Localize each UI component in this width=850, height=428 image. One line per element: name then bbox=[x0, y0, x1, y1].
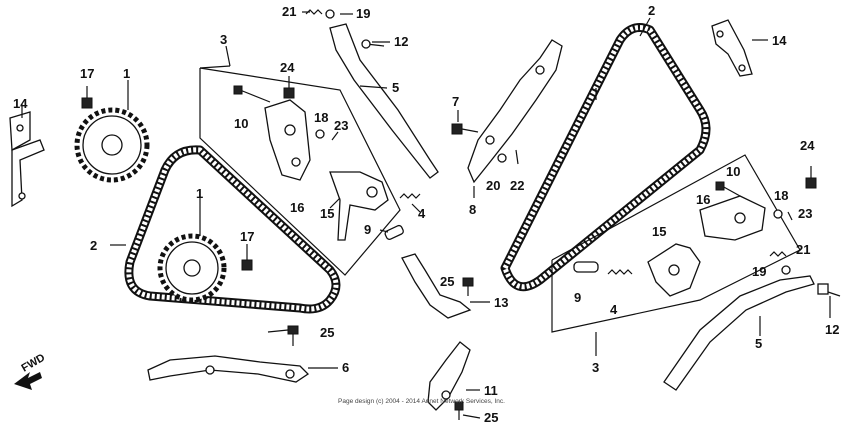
pin-9-right bbox=[573, 261, 599, 273]
pin-9-left bbox=[384, 224, 404, 240]
callout-labels: 21 19 12 5 3 24 10 18 23 16 15 4 9 17 1 … bbox=[13, 3, 839, 425]
washer-19-top bbox=[325, 9, 335, 19]
chain-guide-11 bbox=[427, 341, 471, 411]
tensioner-arm-15-right bbox=[647, 243, 701, 297]
tensioner-body-16-right bbox=[699, 195, 766, 241]
callout-23-right: 23 bbox=[798, 206, 812, 221]
pin-23-right bbox=[787, 211, 793, 221]
callout-8: 8 bbox=[469, 202, 476, 217]
leader-lines bbox=[21, 11, 831, 419]
callout-14-right: 14 bbox=[772, 33, 787, 48]
callout-21-top: 21 bbox=[282, 4, 296, 19]
callout-4-right: 4 bbox=[610, 302, 618, 317]
tensioner-body-16-left bbox=[264, 99, 311, 181]
tensioner-box-left bbox=[199, 65, 401, 276]
chain-guide-14-left bbox=[9, 111, 45, 208]
chain-guide-5-left bbox=[329, 23, 439, 179]
callout-3-left: 3 bbox=[220, 32, 227, 47]
callout-12-top: 12 bbox=[394, 34, 408, 49]
callout-23-left: 23 bbox=[334, 118, 348, 133]
bolt-24-left bbox=[283, 80, 295, 99]
callout-13: 13 bbox=[494, 295, 508, 310]
bolt-17-lower bbox=[241, 252, 253, 271]
callout-1-upper: 1 bbox=[123, 66, 130, 81]
callout-24-left: 24 bbox=[280, 60, 295, 75]
callout-15-right: 15 bbox=[652, 224, 666, 239]
callout-5-right: 5 bbox=[755, 336, 762, 351]
callout-17-lower: 17 bbox=[240, 229, 254, 244]
callout-7: 7 bbox=[452, 94, 459, 109]
cam-chain-right bbox=[500, 23, 711, 292]
callout-19-top: 19 bbox=[356, 6, 370, 21]
pin-23-left bbox=[331, 131, 339, 141]
bolt-10-left bbox=[233, 85, 271, 103]
callout-20: 20 bbox=[486, 178, 500, 193]
callout-25-lower: 25 bbox=[320, 325, 334, 340]
bolt-17-upper bbox=[81, 90, 93, 109]
callout-11: 11 bbox=[484, 383, 498, 398]
callout-19-right: 19 bbox=[752, 264, 766, 279]
bolt-21-right bbox=[769, 251, 787, 257]
callout-6: 6 bbox=[342, 360, 349, 375]
callout-4-left: 4 bbox=[418, 206, 426, 221]
chain-guide-6 bbox=[147, 355, 310, 383]
washer-18-left bbox=[315, 129, 325, 139]
washer-19-right bbox=[781, 265, 791, 275]
chain-guide-5-right bbox=[663, 275, 815, 391]
washer-20 bbox=[497, 153, 507, 163]
tensioner-box-right bbox=[551, 154, 801, 333]
bolt-21-top bbox=[305, 9, 323, 15]
bolt-25-mid bbox=[462, 277, 474, 296]
spring-4-right bbox=[607, 269, 633, 275]
fwd-label: FWD bbox=[20, 352, 48, 375]
washer-18-right bbox=[773, 209, 783, 219]
bolt-25-bottom bbox=[454, 401, 464, 420]
callout-16-right: 16 bbox=[696, 192, 710, 207]
chain-guide-8 bbox=[467, 39, 563, 184]
chain-guide-14-right bbox=[711, 19, 753, 77]
tensioner-arm-15-left bbox=[329, 171, 389, 241]
bolt-7 bbox=[451, 123, 479, 135]
callout-24-right: 24 bbox=[800, 138, 815, 153]
bolt-12-right bbox=[817, 283, 841, 297]
callout-1-lower: 1 bbox=[196, 186, 203, 201]
callout-9-left: 9 bbox=[364, 222, 371, 237]
callout-18-right: 18 bbox=[774, 188, 788, 203]
callout-21-right: 21 bbox=[796, 242, 810, 257]
callout-2-left: 2 bbox=[90, 238, 97, 253]
callout-10-left: 10 bbox=[234, 116, 248, 131]
copyright-line: Page design (c) 2004 - 2014 Arinet Netwo… bbox=[338, 398, 505, 405]
copyright-text: Page design (c) 2004 - 2014 Arinet Netwo… bbox=[338, 398, 505, 405]
callout-25-bottom: 25 bbox=[484, 410, 498, 425]
callout-15-left: 15 bbox=[320, 206, 334, 221]
fwd-arrow-icon bbox=[14, 372, 42, 390]
callout-16-left: 16 bbox=[290, 200, 304, 215]
callout-12-right: 12 bbox=[825, 322, 839, 337]
callout-3-right: 3 bbox=[592, 360, 599, 375]
bolt-24-right bbox=[805, 166, 817, 189]
callout-14-left: 14 bbox=[13, 96, 28, 111]
cam-sprocket-upper-left bbox=[74, 107, 150, 183]
callout-9-right: 9 bbox=[574, 290, 581, 305]
spring-4-left bbox=[399, 193, 421, 199]
callout-5-left: 5 bbox=[392, 80, 399, 95]
pin-22 bbox=[515, 149, 519, 165]
cam-sprocket-lower-left bbox=[157, 233, 227, 303]
callout-25-mid: 25 bbox=[440, 274, 454, 289]
callout-17-upper: 17 bbox=[80, 66, 94, 81]
callout-2-right: 2 bbox=[648, 3, 655, 18]
callout-22: 22 bbox=[510, 178, 524, 193]
callout-10-right: 10 bbox=[726, 164, 740, 179]
bolt-12-left bbox=[361, 39, 385, 49]
cam-chain-left bbox=[124, 145, 341, 314]
bolt-25-lower bbox=[287, 325, 299, 346]
bolt-10-right bbox=[715, 181, 741, 197]
chain-guide-13 bbox=[401, 253, 472, 319]
callout-18-left: 18 bbox=[314, 110, 328, 125]
